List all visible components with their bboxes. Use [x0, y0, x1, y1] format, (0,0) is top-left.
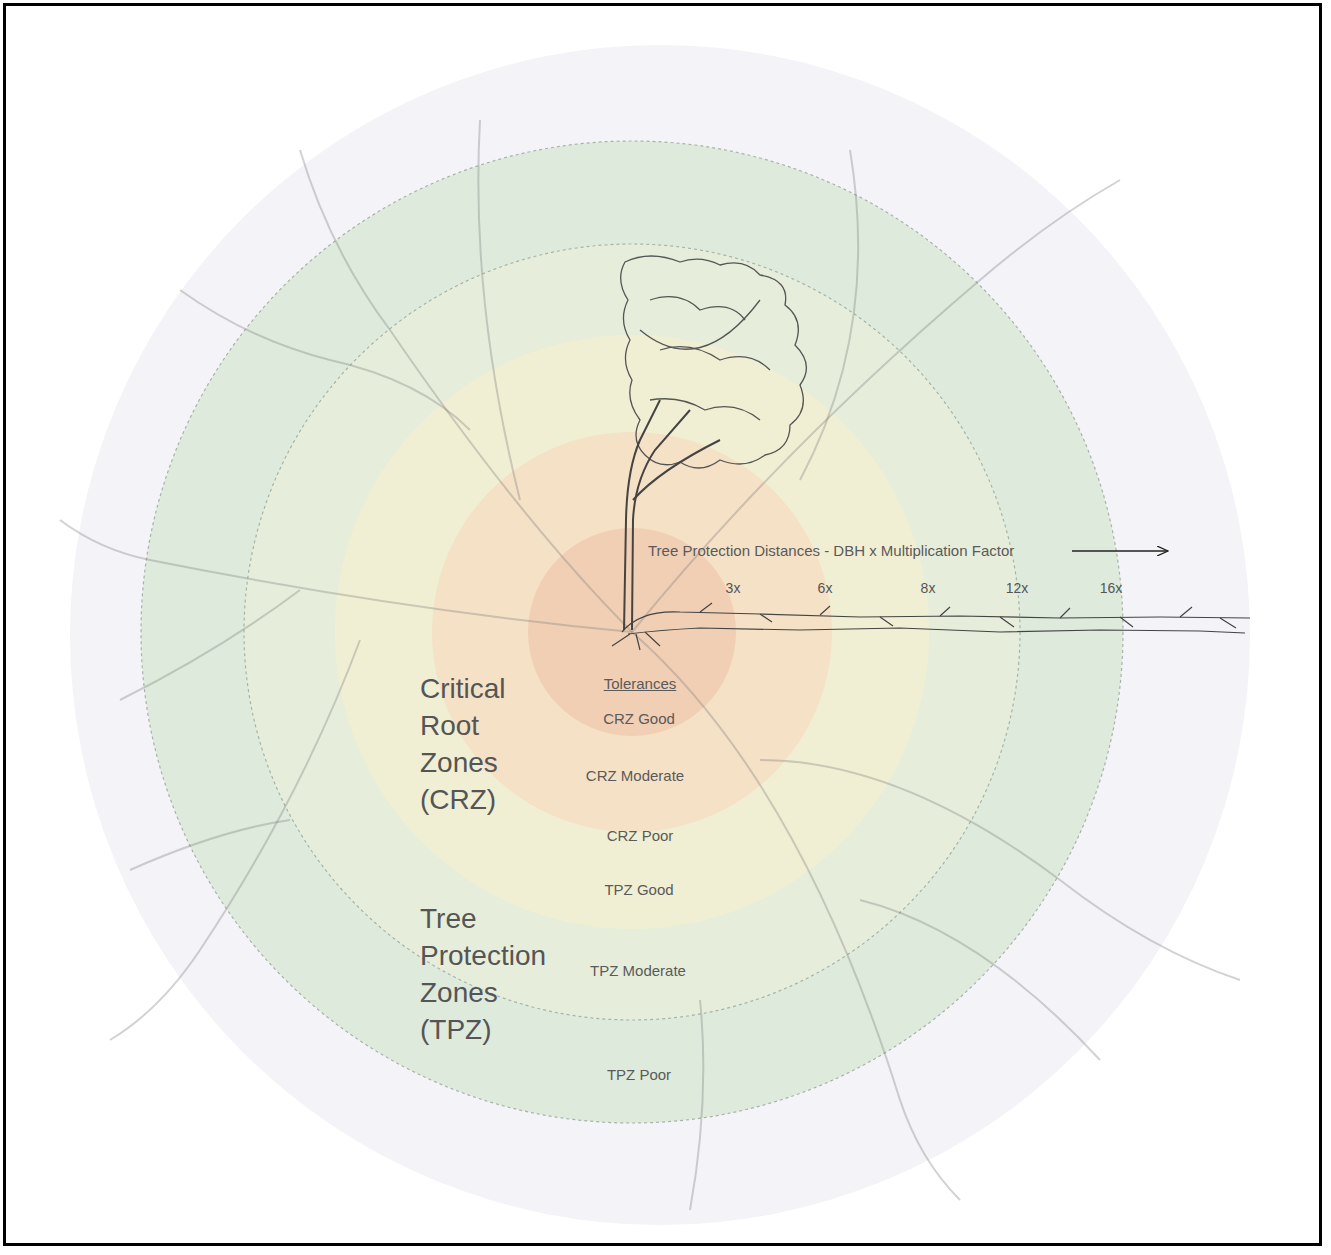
- zone-label: CRZ Good: [603, 710, 675, 728]
- zone-label: TPZ Poor: [607, 1066, 671, 1084]
- multiplier-label: 3x: [726, 580, 741, 597]
- zone-group-heading: Critical Root Zones (CRZ): [420, 670, 620, 818]
- zone-label: CRZ Moderate: [586, 767, 684, 785]
- zone-label: CRZ Poor: [607, 827, 674, 845]
- multiplier-label: 8x: [921, 580, 936, 597]
- zone-label: TPZ Moderate: [590, 962, 686, 980]
- tolerances-heading: Tolerances: [604, 675, 677, 693]
- zone-group-heading: Tree Protection Zones (TPZ): [420, 900, 620, 1048]
- tree-trunk: [624, 400, 720, 630]
- outer-halo: [70, 45, 1250, 1225]
- multiplier-label: 6x: [818, 580, 833, 597]
- multiplier-label: 12x: [1006, 580, 1029, 597]
- axis-title: Tree Protection Distances - DBH x Multip…: [648, 542, 1014, 560]
- root-line: [612, 603, 1250, 650]
- tree-canopy: [621, 256, 807, 468]
- multiplier-label: 16x: [1100, 580, 1123, 597]
- root-branches: [60, 120, 1240, 1210]
- zone-label: TPZ Good: [604, 881, 673, 899]
- direction-arrow: [1072, 550, 1168, 551]
